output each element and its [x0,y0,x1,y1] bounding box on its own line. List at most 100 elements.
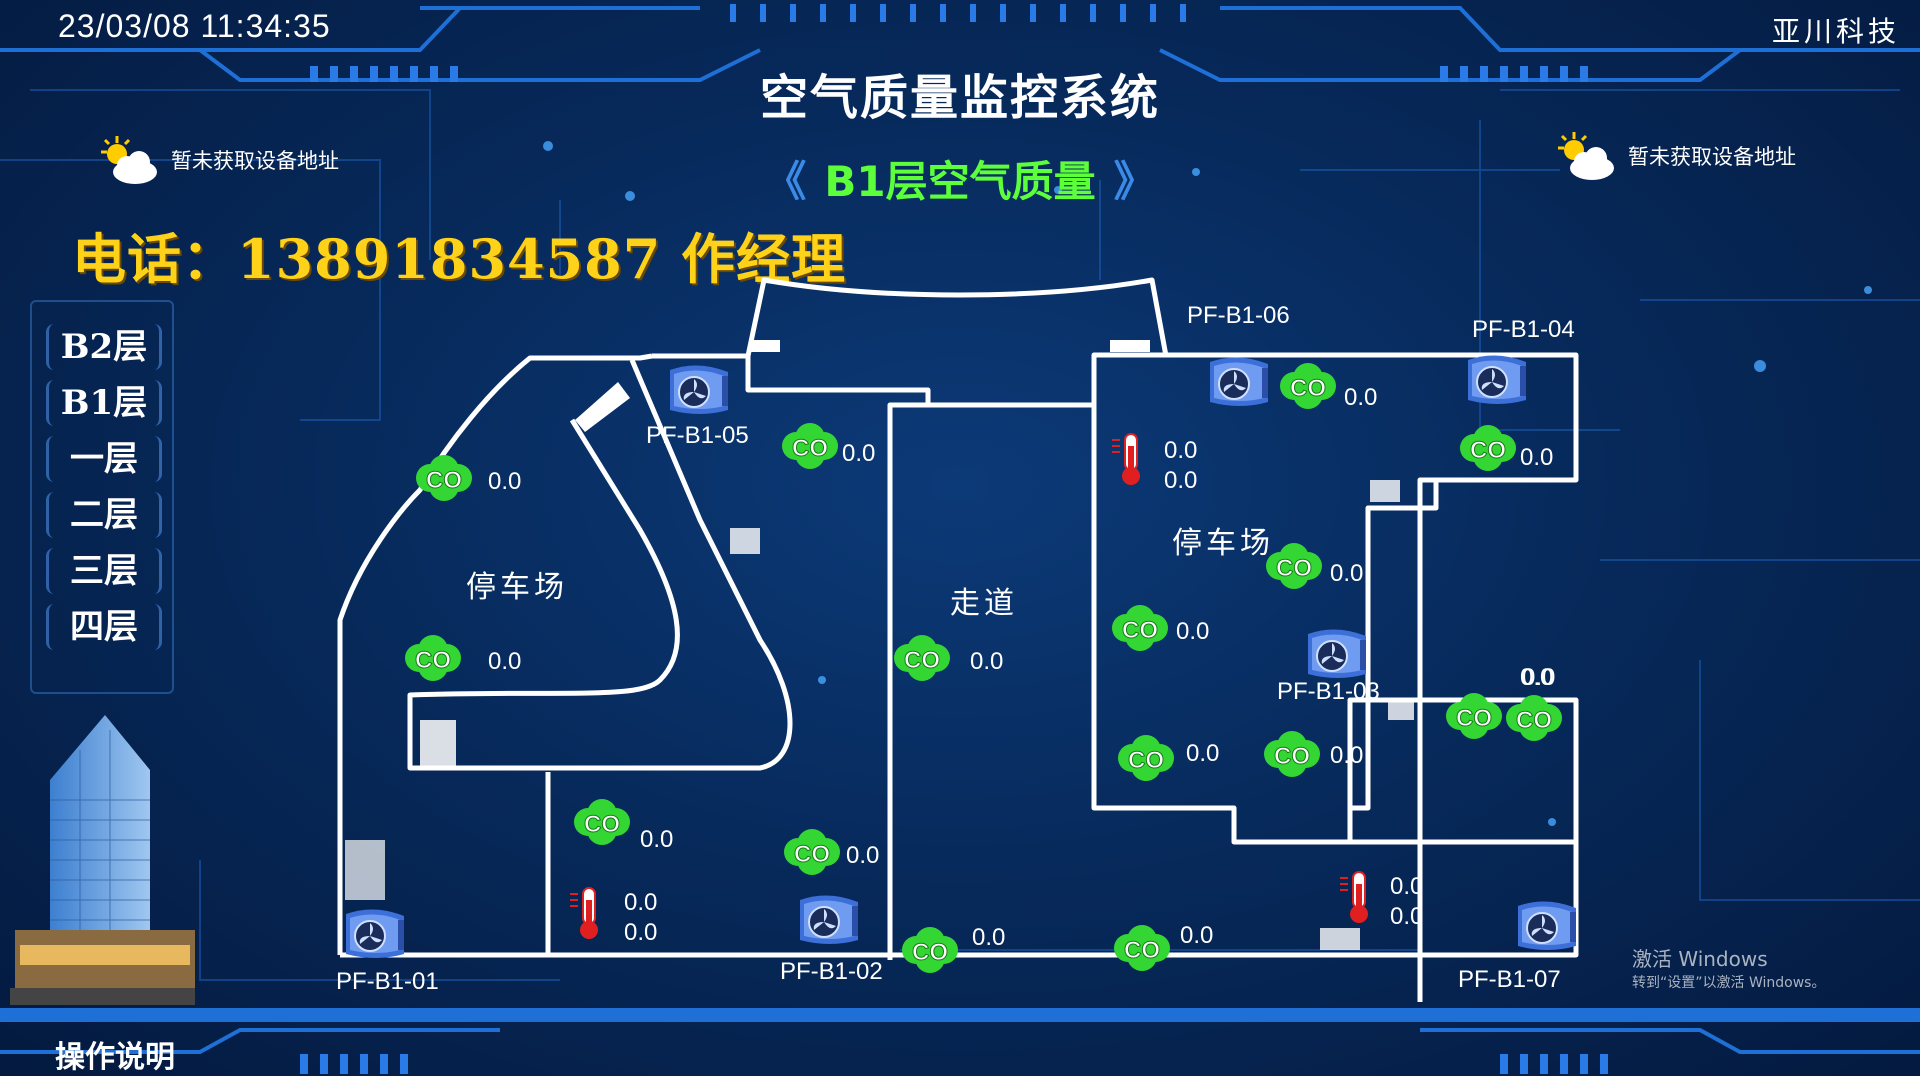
co-value: 0.0 [1522,664,1556,691]
floor-title-text: B1层空气质量 [824,157,1096,206]
floor-menu: B2层 B1层 一层 二层 三层 四层 [30,300,174,694]
floor-item-3[interactable]: 三层 [46,548,162,594]
co-sensor-icon[interactable]: CO [1456,422,1520,474]
svg-text:CO: CO [794,841,830,868]
building-image [10,715,195,1005]
temp-value: 0.0 [1164,437,1198,464]
help-button[interactable]: 操作说明 [55,1040,175,1075]
windows-activate-sub: 转到“设置”以激活 Windows。 [1632,975,1826,991]
svg-text:CO: CO [1276,555,1312,582]
contact-phone: 电话：13891834587 作经理 [72,227,847,291]
co-sensor-icon[interactable]: CO [401,632,465,684]
co-sensor-icon[interactable]: CO [1110,922,1174,974]
chevron-left-icon: 《 [764,157,807,206]
svg-text:CO: CO [1128,747,1164,774]
fan-icon[interactable] [1302,624,1372,682]
co-value: 0.0 [1186,740,1220,767]
svg-text:CO: CO [1516,707,1552,734]
svg-text:CO: CO [426,467,462,494]
floor-item-1[interactable]: 一层 [46,436,162,482]
co-value: 0.0 [842,440,876,467]
thermometer-icon[interactable] [1336,868,1378,926]
partly-cloudy-icon [1552,128,1616,184]
co-value: 0.0 [1344,384,1378,411]
co-value: 0.0 [488,648,522,675]
floor-item-b1[interactable]: B1层 [46,380,162,426]
page-title: 空气质量监控系统 [759,70,1160,126]
co-value: 0.0 [846,842,880,869]
co-sensor-icon[interactable]: CO [1262,540,1326,592]
fan-icon[interactable] [1512,896,1582,954]
floor-item-2[interactable]: 二层 [46,492,162,538]
svg-text:CO: CO [415,647,451,674]
co-sensor-icon[interactable]: CO [1108,602,1172,654]
humidity-value: 0.0 [1164,467,1198,494]
fan-icon[interactable] [1204,352,1274,410]
humidity-value: 0.0 [624,919,658,946]
co-value: 0.0 [970,648,1004,675]
weather-text-left: 暂未获取设备地址 [171,149,339,173]
windows-activate-title: 激活 Windows [1632,947,1768,971]
area-label-parking-left: 停车场 [466,570,568,605]
fan-label-04: PF-B1-04 [1472,316,1575,343]
svg-text:CO: CO [1124,937,1160,964]
svg-text:CO: CO [792,435,828,462]
chevron-right-icon: 》 [1113,157,1156,206]
area-label-parking-right: 停车场 [1172,526,1274,561]
co-sensor-icon[interactable]: CO [890,632,954,684]
fan-icon[interactable] [1462,350,1532,408]
floor-item-4[interactable]: 四层 [46,604,162,650]
svg-text:CO: CO [1274,743,1310,770]
bottom-bar [0,1008,1920,1022]
fan-label-06: PF-B1-06 [1187,302,1290,329]
co-sensor-icon[interactable]: CO [1442,690,1506,742]
co-sensor-icon[interactable]: CO [412,452,476,504]
temp-value: 0.0 [624,889,658,916]
co-value: 0.0 [1176,618,1210,645]
co-sensor-icon[interactable]: CO [570,796,634,848]
co-sensor-icon[interactable]: CO [1276,360,1340,412]
humidity-value: 0.0 [1390,903,1424,930]
svg-text:CO: CO [1470,437,1506,464]
fan-label-05: PF-B1-05 [646,422,749,449]
fan-icon[interactable] [340,904,410,962]
floor-item-b2[interactable]: B2层 [46,324,162,370]
co-sensor-icon[interactable]: CO [778,420,842,472]
fan-label-03: PF-B1-03 [1277,678,1380,705]
fan-label-01: PF-B1-01 [336,968,439,995]
floor-title: 《 B1层空气质量》 [0,148,1920,209]
plan-wall-top [745,277,1169,357]
co-value: 0.0 [640,826,674,853]
fan-icon[interactable] [664,360,734,418]
thermometer-icon[interactable] [566,884,608,942]
fan-icon[interactable] [794,890,864,948]
svg-text:CO: CO [1290,375,1326,402]
co-value: 0.0 [1180,922,1214,949]
area-label-corridor: 走道 [950,586,1018,621]
weather-widget-left: 暂未获取设备地址 [95,132,339,188]
thermometer-icon[interactable] [1108,430,1150,488]
svg-text:CO: CO [1122,617,1158,644]
co-sensor-icon[interactable]: CO [1502,692,1566,744]
co-sensor-icon[interactable]: CO [1114,732,1178,784]
plan-wall-left [337,353,653,955]
fan-label-02: PF-B1-02 [780,958,883,985]
co-sensor-icon[interactable]: CO [780,826,844,878]
co-value: 0.0 [1330,560,1364,587]
datetime-display: 23/03/08 11:34:35 [58,8,331,44]
co-value: 0.0 [972,924,1006,951]
partly-cloudy-icon [95,132,159,188]
co-value: 0.0 [1520,444,1554,471]
plan-ramp [407,359,793,771]
co-value: 0.0 [488,468,522,495]
co-sensor-icon[interactable]: CO [898,924,962,976]
fan-label-07: PF-B1-07 [1458,966,1561,993]
co-sensor-icon[interactable]: CO [1260,728,1324,780]
svg-text:CO: CO [584,811,620,838]
svg-text:CO: CO [904,647,940,674]
